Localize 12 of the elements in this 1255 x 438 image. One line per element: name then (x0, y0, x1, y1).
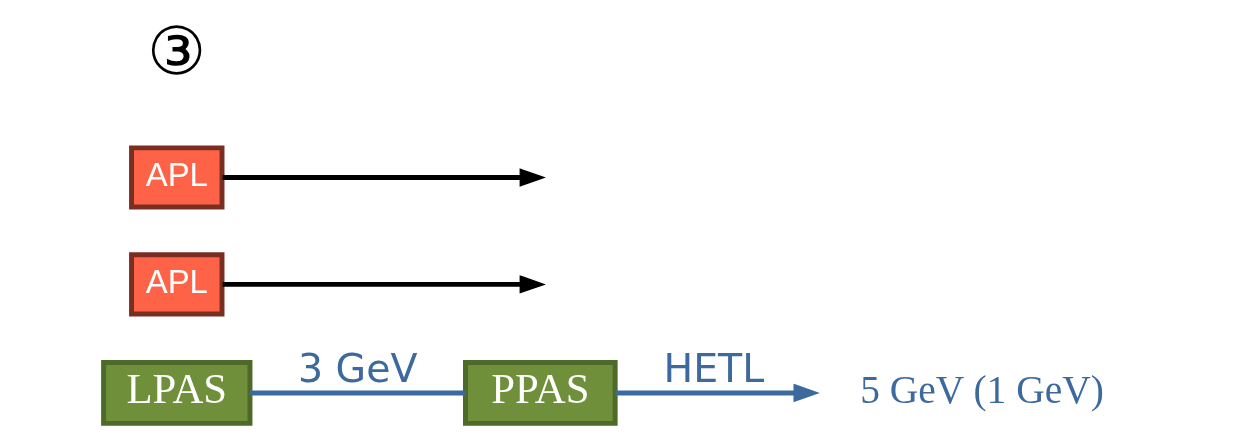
node-text: 5 GeV (1 GeV) (860, 368, 1104, 413)
node-box: APL (129, 145, 225, 210)
label: ③ (147, 13, 207, 88)
connector (250, 390, 466, 396)
node-box: APL (129, 252, 225, 317)
arrow (222, 275, 546, 294)
edge-label: HETL (663, 344, 765, 391)
arrow (222, 168, 546, 187)
node-box: PPAS (463, 360, 618, 426)
node-box: LPAS (101, 360, 253, 426)
edge-label: 3 GeV (297, 344, 418, 391)
arrow (615, 383, 820, 403)
